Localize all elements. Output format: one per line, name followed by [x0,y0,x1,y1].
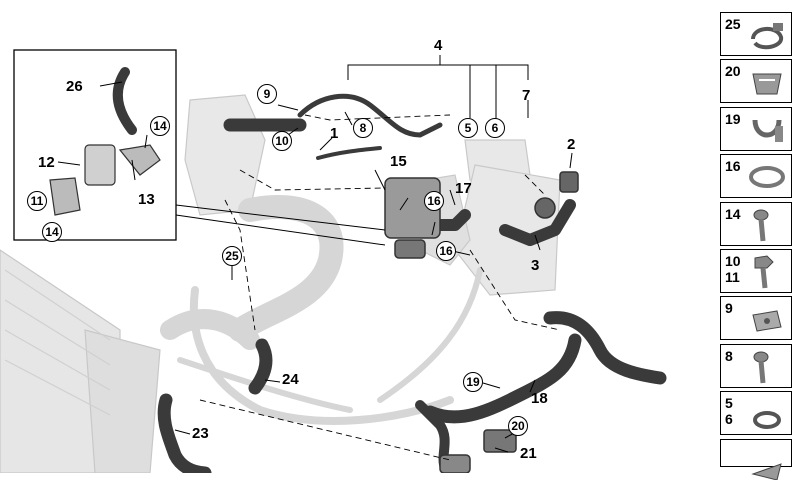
screw-icon [753,351,769,383]
legend-cell: 20 [720,59,792,104]
legend-cell [720,438,792,480]
legend-cell: 9 [720,296,792,341]
legend-cell: 16 [720,154,792,199]
callout-19: 19 [463,372,483,392]
callout-10: 10 [272,131,292,151]
callout-3: 3 [531,257,540,274]
card-icon [751,462,782,480]
band-clamp-icon [749,166,785,189]
parts-diagram: 4 9 10 1 8 5 6 7 2 15 17 16 16 3 26 14 1… [0,37,667,480]
callout-24: 24 [282,371,299,388]
clip-nut-icon [752,310,782,332]
callout-21: 21 [520,445,537,462]
callout-11: 11 [27,191,47,211]
callout-1: 1 [330,125,339,142]
callout-8: 8 [353,118,373,138]
callout-16-lower: 16 [436,241,456,261]
legend-part-number: 5 6 [725,395,733,428]
inset-hose [112,67,137,135]
callout-5: 5 [458,118,478,138]
legend-part-number: 25 [725,16,741,32]
callout-25: 25 [222,246,242,266]
callout-6: 6 [485,118,505,138]
callout-14-lower: 14 [42,222,62,242]
parts-legend: 25 20 19 16 14 10 11 9 8 5 6 [720,12,792,480]
legend-cell: 5 6 [720,391,792,436]
diagram-drawing [0,49,667,480]
legend-part-number: 20 [725,63,741,80]
legend-part-number: 10 11 [725,252,741,285]
dash-lines [199,114,561,461]
callout-14-upper: 14 [150,116,170,136]
leader-lines [57,55,573,453]
callout-16-upper: 16 [424,191,444,211]
legend-part-number: 8 [725,347,733,364]
legend-cell: 14 [720,201,792,246]
callout-12: 12 [38,154,55,171]
holder-bracket-icon [752,119,783,142]
hose-clamp-icon [751,23,783,50]
hex-bolt-icon [754,255,774,289]
callout-15: 15 [390,153,407,170]
o-ring-icon [753,411,781,430]
legend-part-number: 9 [725,300,733,317]
callout-18: 18 [531,390,548,407]
spring-clip-icon [752,73,782,95]
legend-cell: 10 11 [720,248,792,293]
callout-26: 26 [66,78,83,95]
grey-hoses [160,195,483,425]
callout-4: 4 [434,37,443,54]
legend-cell: 19 [720,106,792,151]
callout-13: 13 [138,191,155,208]
screw-icon [753,209,769,241]
radiator [0,249,161,474]
legend-part-number: 19 [725,110,741,127]
callout-2: 2 [567,136,576,153]
callout-20: 20 [508,416,528,436]
callout-17: 17 [455,180,472,197]
legend-part-number: 16 [725,158,741,175]
legend-cell: 25 [720,12,792,56]
inset-parts [49,144,161,216]
callout-23: 23 [192,425,209,442]
callout-7: 7 [522,87,531,104]
callout-9: 9 [257,84,277,104]
legend-cell: 8 [720,343,792,388]
legend-part-number: 14 [725,205,741,222]
